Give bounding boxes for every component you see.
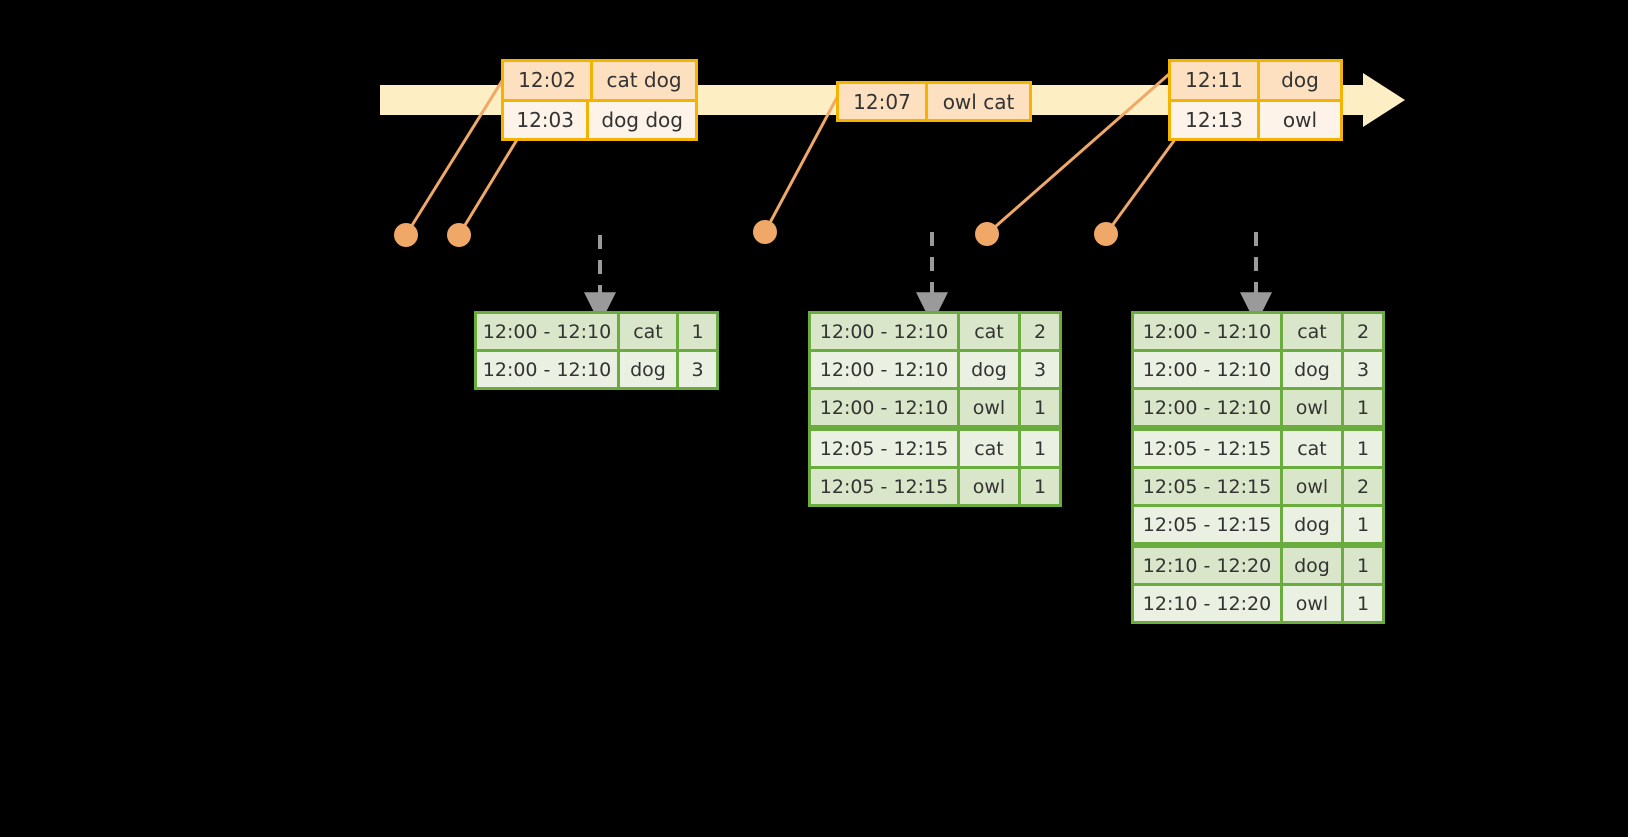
event-time: 12:13 [1171,101,1260,138]
word-cell: dog [1283,352,1341,387]
event-group-c[interactable]: 12:11 dog 12:13 owl [1168,59,1343,141]
event-time: 12:11 [1171,62,1260,99]
count-cell: 1 [1021,390,1059,425]
event-words: owl cat [942,89,1015,114]
count-cell: 1 [1344,390,1382,425]
window-cell: 12:10 - 12:20 [1134,548,1280,583]
count-cell: 3 [1021,352,1059,387]
word-cell: dog [960,352,1018,387]
count-cell: 1 [1344,586,1382,621]
downward-flow-arrows [584,232,1272,325]
window-cell: 12:00 - 12:10 [1134,314,1280,349]
event-row[interactable]: 12:02 cat dog [504,62,695,99]
count-cell: 2 [1344,469,1382,504]
event-words: dog [1281,68,1319,93]
event-group-b[interactable]: 12:07 owl cat [836,81,1032,122]
window-cell: 12:05 - 12:15 [1134,507,1280,542]
event-row[interactable]: 12:03 dog dog [504,98,695,138]
window-cell: 12:00 - 12:10 [811,314,957,349]
event-words: dog dog [601,107,683,132]
word-cell: cat [620,314,676,349]
word-cell: dog [1283,507,1341,542]
window-cell: 12:00 - 12:10 [477,352,617,387]
event-connector-dots [394,220,1118,247]
count-cell: 2 [1344,314,1382,349]
word-cell: owl [1283,586,1341,621]
count-cell: 1 [1344,507,1382,542]
count-cell: 1 [679,314,716,349]
event-connector-dot [975,222,999,246]
word-cell: cat [1283,314,1341,349]
window-cell: 12:10 - 12:20 [1134,586,1280,621]
timeline-arrowhead-icon [1363,73,1405,127]
event-words: owl [1282,107,1318,132]
word-cell: owl [1283,390,1341,425]
window-cell: 12:05 - 12:15 [811,431,957,466]
event-time: 12:03 [504,101,590,138]
count-cell: 1 [1021,469,1059,504]
window-cell: 12:00 - 12:10 [811,390,957,425]
count-cell: 3 [679,352,716,387]
window-cell: 12:00 - 12:10 [1134,352,1280,387]
event-row[interactable]: 12:11 dog [1171,62,1340,99]
word-cell: cat [960,431,1018,466]
event-connector-line [457,137,520,236]
event-connector-dot [447,223,471,247]
word-cell: owl [1283,469,1341,504]
count-cell: 1 [1344,431,1382,466]
window-cell: 12:05 - 12:15 [1134,469,1280,504]
word-cell: dog [1283,548,1341,583]
window-cell: 12:00 - 12:10 [811,352,957,387]
word-cell: cat [1283,431,1341,466]
word-cell: cat [960,314,1018,349]
count-cell: 1 [1021,431,1059,466]
event-time: 12:07 [839,84,928,119]
window-cell: 12:00 - 12:10 [1134,390,1280,425]
count-cell: 1 [1344,548,1382,583]
event-time: 12:02 [504,62,593,99]
event-connector-dot [394,223,418,247]
window-cell: 12:05 - 12:15 [811,469,957,504]
window-cell: 12:05 - 12:15 [1134,431,1280,466]
event-row[interactable]: 12:07 owl cat [839,84,1029,119]
event-connector-dot [1094,222,1118,246]
event-group-a[interactable]: 12:02 cat dog 12:03 dog dog [501,59,698,141]
count-cell: 2 [1021,314,1059,349]
event-row[interactable]: 12:13 owl [1171,98,1340,138]
event-connector-dot [753,220,777,244]
word-cell: owl [960,390,1018,425]
event-connector-line [1104,137,1178,235]
event-words: cat dog [606,68,682,93]
word-cell: dog [620,352,676,387]
word-cell: owl [960,469,1018,504]
window-cell: 12:00 - 12:10 [477,314,617,349]
count-cell: 3 [1344,352,1382,387]
